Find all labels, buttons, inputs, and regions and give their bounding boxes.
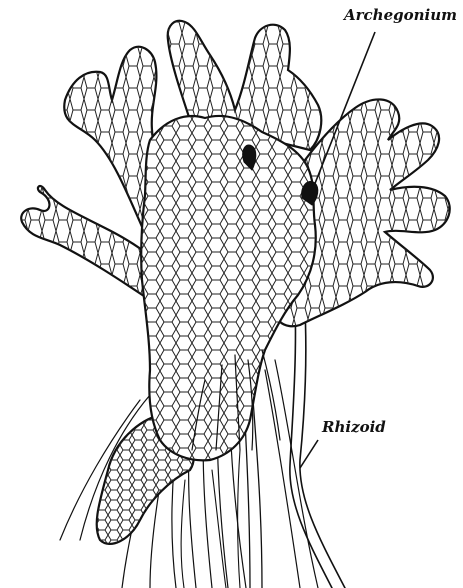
archegonium-label: Archegonium <box>342 6 457 24</box>
rhizoid-label: Rhizoid <box>321 418 386 436</box>
thallus-body <box>141 116 316 460</box>
rhizoid-leader <box>300 440 318 468</box>
